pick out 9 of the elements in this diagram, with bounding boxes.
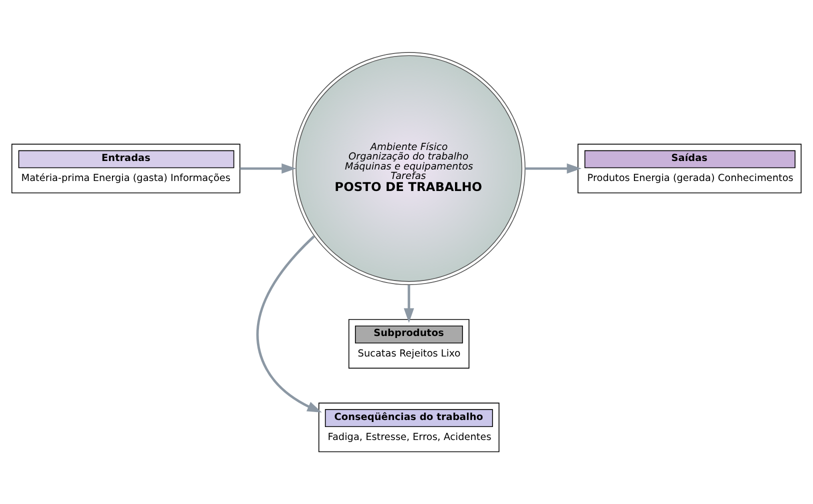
arrow <box>256 235 322 413</box>
node-box: Saídas Produtos Energia (gerada) Conhecimentos <box>578 144 802 194</box>
arrow <box>404 285 414 323</box>
node-circle: Ambiente Físico Organização do trabalho Máquinas e equipamentos Tarefas POSTO DE TRABALHO <box>292 52 526 286</box>
node-box: Entradas Matéria-prima Energia (gasta) Informações <box>11 144 240 194</box>
arrow <box>525 163 582 174</box>
node-box: Conseqüências do trabalho Fadiga, Estresse, Erros, Acidentes <box>318 402 500 452</box>
node-box: Subprodutos Sucatas Rejeitos Lixo <box>348 319 470 369</box>
arrow <box>240 163 296 174</box>
